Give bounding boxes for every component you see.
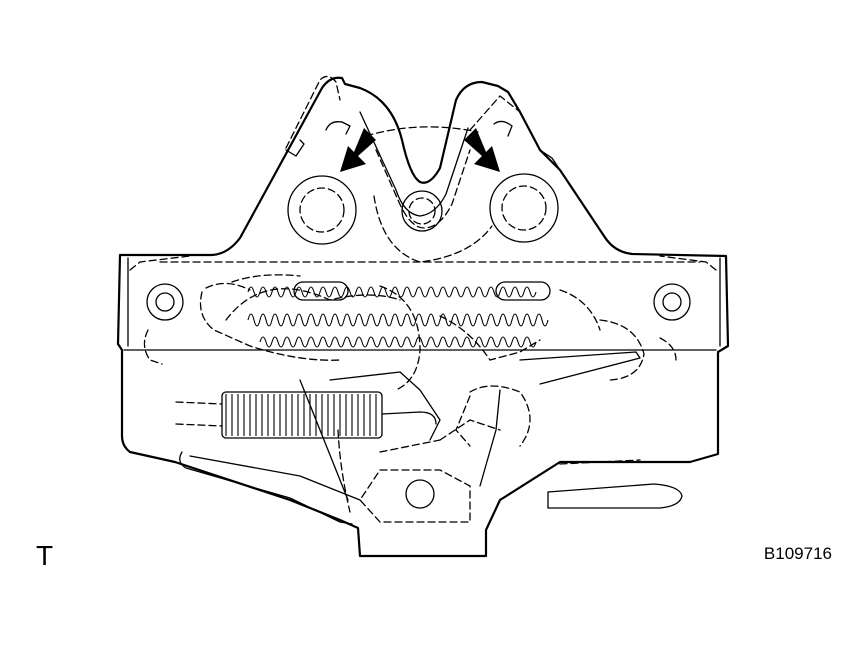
left-mounting-hole	[146, 283, 184, 321]
left-direction-arrow	[340, 128, 376, 172]
left-rivet	[287, 175, 357, 245]
right-latch-claw	[469, 95, 561, 171]
left-latch-claw	[285, 75, 351, 157]
lock-base-plate	[116, 76, 730, 558]
slotted-holes	[293, 281, 551, 301]
lock-lever	[143, 282, 677, 447]
lower-spring	[175, 391, 437, 439]
right-direction-arrow	[464, 128, 500, 172]
striker-slot	[359, 111, 493, 263]
right-mounting-hole	[653, 283, 691, 321]
right-rivet	[489, 173, 559, 243]
figure-code: B109716	[763, 544, 832, 563]
corner-mark: T	[36, 540, 54, 571]
release-lever	[179, 379, 683, 525]
upper-spring	[231, 274, 601, 348]
